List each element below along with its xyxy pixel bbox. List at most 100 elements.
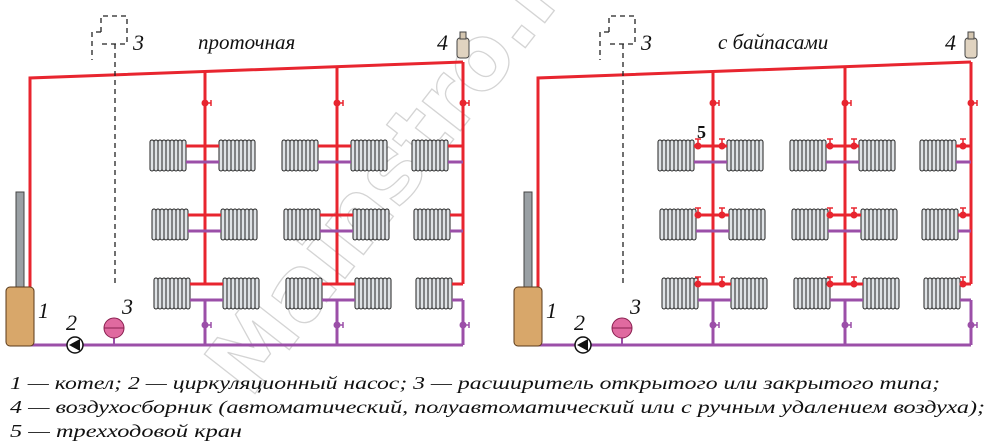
radiator-section (157, 277, 163, 310)
label-tank-open: 3 (132, 30, 144, 55)
radiator-section (799, 208, 805, 241)
three-way-valve-icon (959, 138, 967, 150)
radiator-section (750, 277, 756, 310)
radiator-section (890, 139, 896, 172)
air-vent-cap (967, 31, 975, 40)
radiator-section (681, 139, 687, 172)
radiator-section (858, 139, 864, 172)
radiator-section (311, 208, 317, 241)
radiator-section (283, 208, 289, 241)
radiator (222, 277, 260, 310)
radiator-section (242, 139, 248, 172)
radiator-section (927, 277, 933, 310)
air-vent-body (456, 37, 470, 59)
radiator-section (364, 208, 370, 241)
radiator-section (360, 208, 366, 241)
radiator-section (740, 208, 746, 241)
radiator-section (372, 208, 378, 241)
radiator-section (925, 208, 931, 241)
radiator-section (669, 139, 675, 172)
radiator-section (821, 139, 827, 172)
radiator (281, 139, 319, 172)
valve-icon (459, 99, 470, 107)
radiator-section (659, 208, 665, 241)
radiator-section (301, 139, 307, 172)
radiator-section (181, 277, 187, 310)
radiator-section (362, 277, 368, 310)
radiator-section (419, 277, 425, 310)
radiator-section (955, 277, 961, 310)
label-pump: 2 (66, 310, 77, 335)
radiator-section (151, 208, 157, 241)
open-expansion-tank-icon (91, 15, 128, 287)
radiator-section (378, 139, 384, 172)
radiator (791, 208, 829, 241)
radiator-section (819, 208, 825, 241)
radiator-section (317, 277, 323, 310)
radiator-section (293, 139, 299, 172)
radiator-section (813, 139, 819, 172)
radiator-section (173, 277, 179, 310)
radiator-section (921, 208, 927, 241)
radiator-section (797, 277, 803, 310)
radiator-section (892, 208, 898, 241)
air-vent-body (964, 37, 978, 59)
radiator-section (927, 139, 933, 172)
radiator-section (234, 139, 240, 172)
radiator-section (945, 208, 951, 241)
radiator-section (789, 139, 795, 172)
radiator-section (931, 139, 937, 172)
radiator-section (352, 208, 358, 241)
radiator (728, 208, 766, 241)
radiator-section (313, 277, 319, 310)
radiator-section (303, 208, 309, 241)
three-way-valve-icon (826, 138, 834, 150)
radiator-section (384, 208, 390, 241)
radiator-section (748, 208, 754, 241)
three-way-valve-icon (694, 207, 702, 219)
three-way-valve-icon (718, 276, 726, 288)
label-tank: 3 (629, 294, 641, 319)
radiator-section (153, 277, 159, 310)
radiator-section (169, 139, 175, 172)
radiator-section (423, 139, 429, 172)
radiator-section (240, 208, 246, 241)
radiator-section (244, 208, 250, 241)
radiator (285, 277, 323, 310)
radiator-section (230, 139, 236, 172)
radiator-section (728, 208, 734, 241)
radiator-section (677, 139, 683, 172)
radiator-section (443, 277, 449, 310)
radiator-section (161, 139, 167, 172)
radiator-section (793, 277, 799, 310)
valve-icon (709, 321, 720, 329)
radiator-section (297, 277, 303, 310)
radiator (411, 139, 449, 172)
radiator (218, 139, 256, 172)
radiator-section (935, 139, 941, 172)
radiator-section (929, 208, 935, 241)
radiator-section (447, 277, 453, 310)
three-way-valve-icon (850, 138, 858, 150)
radiator-section (309, 277, 315, 310)
supply-main-pipe (536, 60, 972, 290)
radiator-section (435, 139, 441, 172)
radiator (923, 277, 961, 310)
label-air-vent: 4 (945, 30, 956, 55)
radiator-section (374, 139, 380, 172)
air-vent-icon (456, 31, 470, 59)
radiator-section (667, 208, 673, 241)
radiator (860, 208, 898, 241)
radiator-section (801, 139, 807, 172)
three-way-valve-icon (959, 207, 967, 219)
radiator-section (415, 277, 421, 310)
radiator-section (933, 208, 939, 241)
radiator-section (734, 277, 740, 310)
pump-arrow (69, 339, 80, 351)
radiator-section (866, 277, 872, 310)
label-tank-open: 3 (640, 30, 652, 55)
three-way-valve-icon (850, 207, 858, 219)
radiator-section (366, 277, 372, 310)
radiator-section (876, 208, 882, 241)
radiator-section (738, 139, 744, 172)
